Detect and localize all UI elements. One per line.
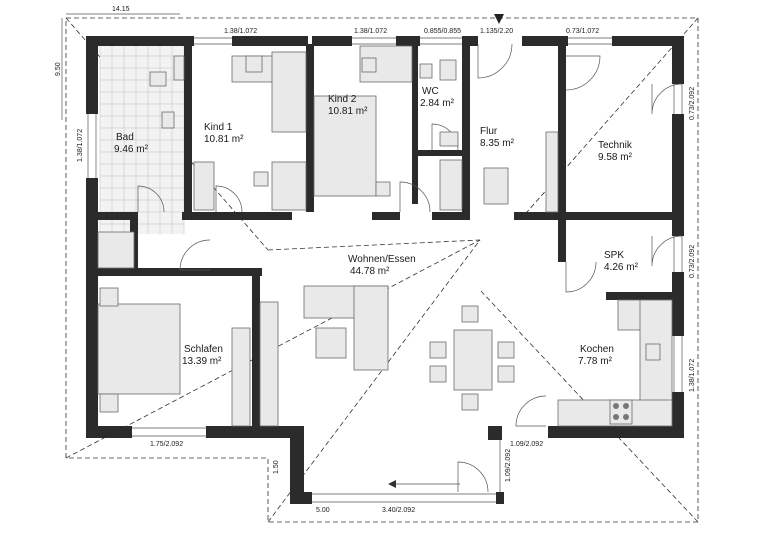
dim-right-spk-window: 0.73/2.092 (689, 245, 696, 278)
room-flur-area: 8.35 m² (480, 138, 515, 149)
furniture (97, 45, 673, 427)
dim-left-bad-window: 1.38/1.072 (77, 129, 84, 162)
terrace-arrowhead-icon (388, 480, 396, 488)
room-wohnen-name: Wohnen/Essen (348, 254, 416, 265)
room-kind2-area: 10.81 m² (328, 106, 368, 117)
room-spk-area: 4.26 m² (604, 262, 639, 273)
room-kind1-area: 10.81 m² (204, 134, 244, 145)
dim-top-kind1-window: 1.38/1.072 (224, 28, 257, 35)
room-wc-name: WC (422, 86, 439, 97)
dim-bottom-schlafen-window: 1.75/2.092 (150, 441, 183, 448)
dimension-lines (61, 13, 180, 120)
entrance-arrow-icon (494, 14, 504, 24)
dim-terrace-door-side: 1.09/2.092 (505, 449, 512, 482)
room-kochen-area: 7.78 m² (578, 356, 613, 367)
dim-terrace-window: 3.40/2.092 (382, 507, 415, 514)
dim-top-technik-window: 0.73/1.072 (566, 28, 599, 35)
dim-terrace-width: 5.00 (316, 507, 330, 514)
outer-walls (86, 36, 684, 504)
room-technik-name: Technik (598, 140, 633, 151)
interior-walls (98, 44, 684, 428)
room-wohnen-area: 44.78 m² (350, 266, 390, 277)
room-bad-area: 9.46 m² (114, 144, 149, 155)
door-swings (137, 43, 683, 493)
room-spk-name: SPK (604, 250, 624, 261)
room-kochen-name: Kochen (580, 344, 614, 355)
dim-right-kochen-window: 1.38/1.072 (689, 359, 696, 392)
dim-overall-depth: 9.50 (55, 62, 62, 76)
dim-top-kind2-window: 1.38/1.072 (354, 28, 387, 35)
room-wc-area: 2.84 m² (420, 98, 455, 109)
dim-top-flur-door: 1.135/2.20 (480, 28, 513, 35)
room-schlafen-area: 13.39 m² (182, 356, 222, 367)
bathroom-tiles (99, 43, 185, 234)
dim-right-technik-window: 0.73/2.092 (689, 87, 696, 120)
room-technik-area: 9.58 m² (598, 152, 633, 163)
room-flur-name: Flur (480, 126, 498, 137)
room-bad-name: Bad (116, 132, 134, 143)
room-kind2-name: Kind 2 (328, 94, 357, 105)
dim-terrace-depth: 1.50 (273, 460, 280, 474)
windows (87, 37, 683, 503)
room-schlafen-name: Schlafen (184, 344, 223, 355)
room-kind1-name: Kind 1 (204, 122, 233, 133)
dim-overall-width: 14.15 (112, 6, 130, 13)
dim-top-wc-window: 0.855/0.855 (424, 28, 461, 35)
dim-bottom-kochen-door: 1.09/2.092 (510, 441, 543, 448)
